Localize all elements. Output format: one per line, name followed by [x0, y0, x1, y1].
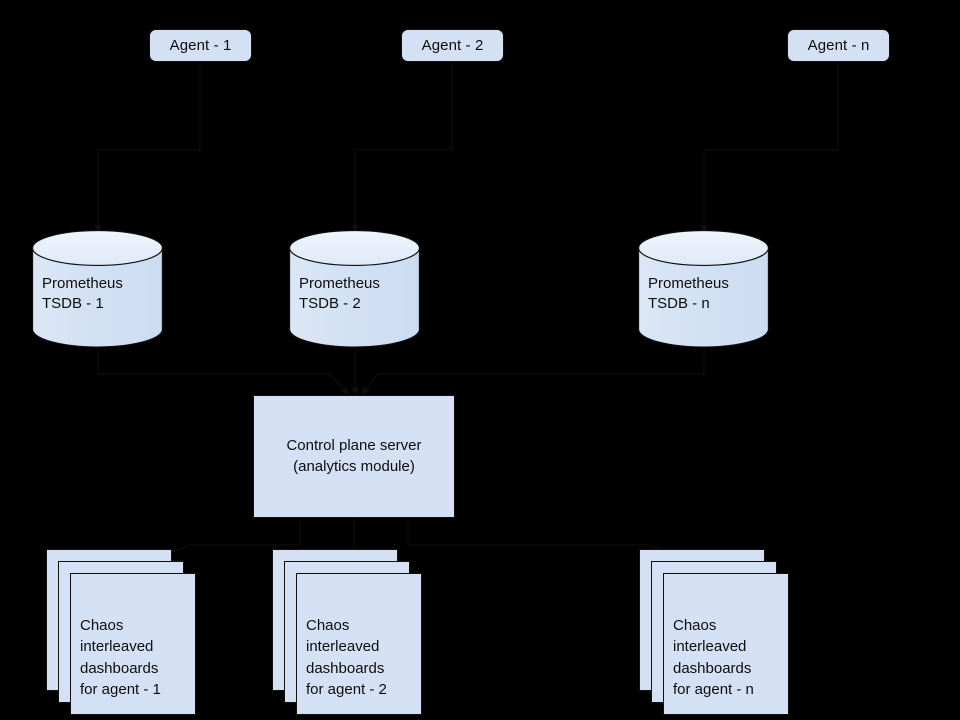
control-plane-server-box[interactable]: Control plane server (analytics module) [253, 395, 455, 518]
agent-box-2[interactable]: Agent - 2 [401, 29, 504, 62]
edge-tsdb-1-to-server [97, 348, 349, 395]
cylinder-shape-icon [638, 230, 769, 348]
dashboard-sheet-front [296, 573, 422, 715]
database-cylinder-tsdb-1[interactable]: Prometheus TSDB - 1 [32, 230, 163, 348]
database-cylinder-tsdb-n[interactable]: Prometheus TSDB - n [638, 230, 769, 348]
edge-tsdb-n-to-server [361, 348, 705, 395]
agent-box-1[interactable]: Agent - 1 [149, 29, 252, 62]
database-cylinder-tsdb-2[interactable]: Prometheus TSDB - 2 [289, 230, 420, 348]
dashboard-stack-agent-n-label: Chaos interleaved dashboards for agent -… [673, 617, 754, 698]
database-cylinder-tsdb-1-label: Prometheus TSDB - 1 [42, 275, 123, 312]
dashboard-sheet-front [70, 573, 196, 715]
agent-box-2-label: Agent - 2 [421, 36, 484, 54]
edge-agent-2-to-tsdb-2 [351, 63, 453, 233]
dashboard-sheet-front [663, 573, 789, 715]
cylinder-shape-icon [32, 230, 163, 348]
database-cylinder-tsdb-2-label: Prometheus TSDB - 2 [299, 275, 380, 312]
dashboard-stack-agent-2[interactable]: Chaos interleaved dashboards for agent -… [272, 549, 424, 717]
control-plane-server-label: Control plane server (analytics module) [286, 436, 422, 475]
dashboard-stack-agent-1-label: Chaos interleaved dashboards for agent -… [80, 617, 161, 698]
dashboard-stack-agent-n[interactable]: Chaos interleaved dashboards for agent -… [639, 549, 791, 717]
agent-box-1-label: Agent - 1 [169, 36, 232, 54]
dashboard-stack-agent-1[interactable]: Chaos interleaved dashboards for agent -… [46, 549, 198, 717]
edge-agent-n-to-tsdb-n [700, 63, 839, 233]
agent-box-n-label: Agent - n [807, 36, 870, 54]
cylinder-shape-icon [289, 230, 420, 348]
dashboard-stack-agent-2-label: Chaos interleaved dashboards for agent -… [306, 617, 387, 698]
edge-agent-1-to-tsdb-1 [94, 63, 201, 233]
database-cylinder-tsdb-n-label: Prometheus TSDB - n [648, 275, 729, 312]
agent-box-n[interactable]: Agent - n [787, 29, 890, 62]
